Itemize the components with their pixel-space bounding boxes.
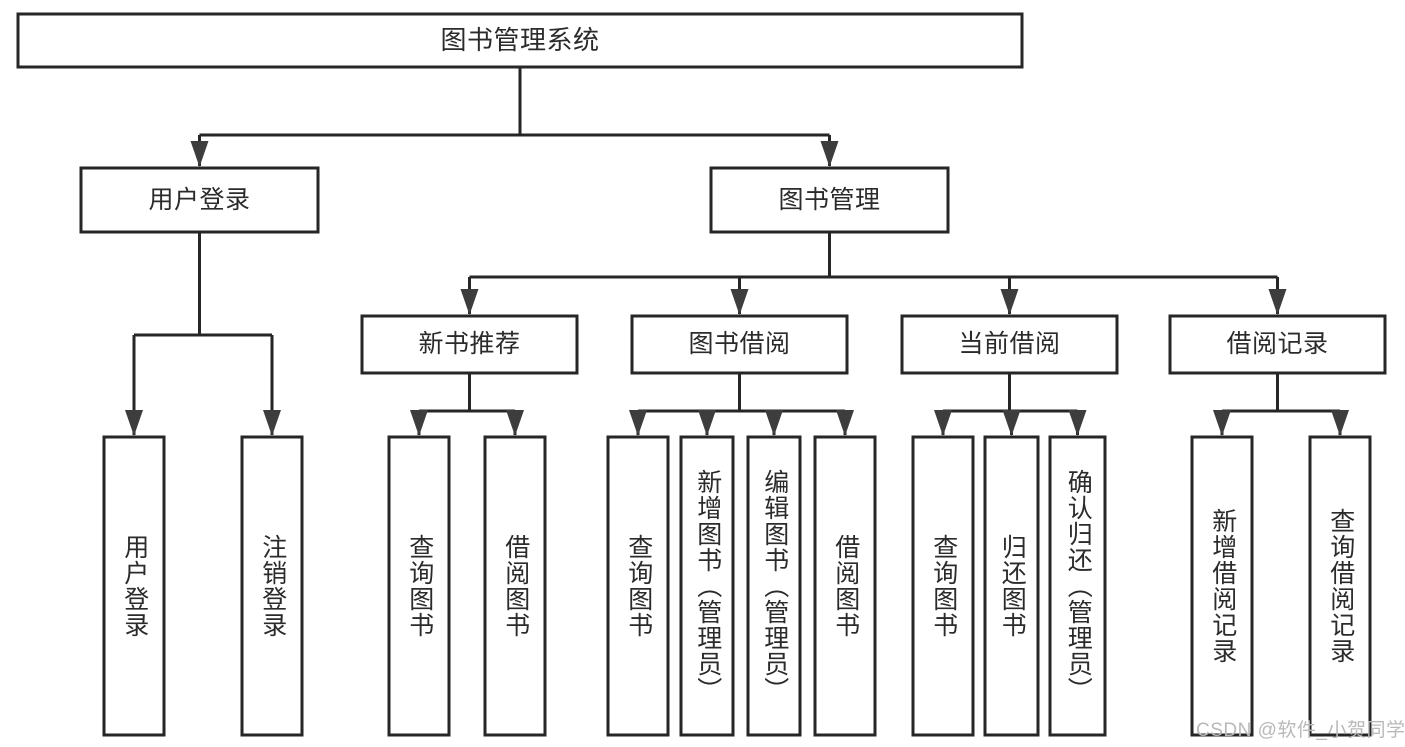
node-leaf-3-借阅图书[interactable]: [483, 435, 547, 737]
arrow-head-icon-leaf: [836, 410, 854, 436]
node-leaf-5-新增图书管理员[interactable]: [679, 435, 735, 737]
node-leaf-2-查询图书[interactable]: [387, 435, 451, 737]
node-leaf-1-注销登录[interactable]: [240, 435, 304, 737]
node-用户登录[interactable]: [79, 166, 320, 234]
arrow-head-icon-新书推荐: [460, 289, 479, 315]
node-leaf-4-查询图书[interactable]: [606, 435, 670, 737]
node-leaf-7-借阅图书[interactable]: [813, 435, 877, 737]
arrow-head-icon-leaf: [934, 410, 952, 436]
node-leaf-11-新增借阅记录[interactable]: [1190, 435, 1254, 737]
node-leaf-9-归还图书[interactable]: [983, 435, 1040, 737]
node-leaf-0-用户登录[interactable]: [102, 435, 166, 737]
arrow-head-icon-leaf: [629, 410, 647, 436]
arrow-head-icon-leaf: [765, 410, 783, 436]
arrow-head-icon-leaf: [1002, 410, 1021, 436]
node-图书管理[interactable]: [709, 166, 950, 234]
arrow-head-icon-图书管理: [820, 141, 839, 167]
arrow-head-icon-leaf: [1068, 410, 1087, 436]
node-新书推荐[interactable]: [360, 314, 579, 375]
node-借阅记录[interactable]: [1168, 314, 1387, 375]
node-leaf-8-查询图书[interactable]: [911, 435, 975, 737]
node-leaf-10-确认归还管理员[interactable]: [1048, 435, 1107, 737]
arrow-head-icon-借阅记录: [1268, 289, 1287, 315]
node-root[interactable]: [16, 12, 1024, 69]
arrow-head-icon-leaf: [125, 410, 143, 436]
arrow-head-icon-当前借阅: [1000, 289, 1019, 315]
arrow-head-icon-用户登录: [190, 141, 209, 167]
node-当前借阅[interactable]: [900, 314, 1119, 375]
node-leaf-12-查询借阅记录[interactable]: [1308, 435, 1372, 737]
arrow-head-icon-leaf: [410, 410, 428, 436]
csdn-watermark: CSDN @软件_小贺同学: [1196, 720, 1405, 741]
arrow-head-icon-leaf: [263, 410, 281, 436]
node-图书借阅[interactable]: [630, 314, 849, 375]
arrow-head-icon-leaf: [1213, 410, 1231, 436]
node-leaf-6-编辑图书管理员[interactable]: [746, 435, 802, 737]
arrow-head-icon-leaf: [698, 410, 716, 436]
arrow-head-icon-图书借阅: [730, 289, 749, 315]
arrow-head-icon-leaf: [506, 410, 524, 436]
arrow-head-icon-leaf: [1331, 410, 1349, 436]
